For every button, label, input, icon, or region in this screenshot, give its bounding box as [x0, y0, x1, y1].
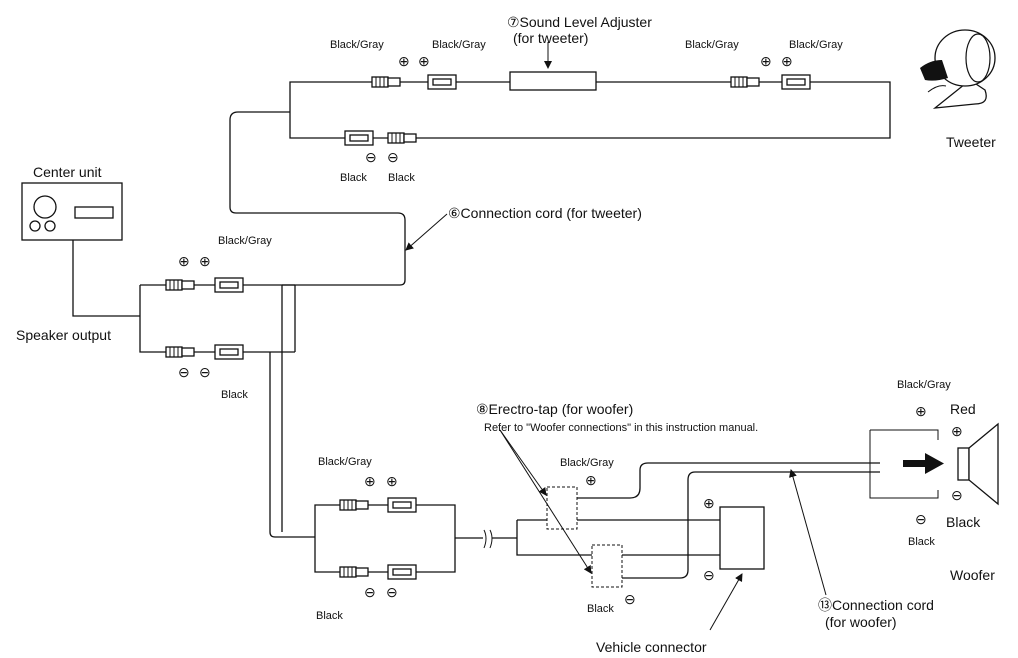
tweeter-minus-2: ⊖ [387, 149, 399, 165]
woofer-cord-minus-2: ⊖ [386, 584, 398, 600]
tweeter-wire-color-2: Black/Gray [432, 39, 486, 51]
wires [72, 81, 939, 579]
vehicle-minus: ⊖ [703, 567, 715, 583]
tweeter-black-1: Black [340, 172, 367, 184]
speaker-output-black: Black [221, 389, 248, 401]
speaker-output-plus-1: ⊕ [178, 253, 190, 269]
woofer-black-small: Black [908, 536, 935, 548]
vehicle-plus: ⊕ [703, 495, 715, 511]
woofer-plus-1: ⊕ [915, 403, 927, 419]
sound-level-adjuster-subtitle: (for tweeter) [513, 30, 588, 46]
vehicle-connector-box [719, 506, 765, 570]
tweeter-plus-1: ⊕ [398, 53, 410, 69]
speaker-output-minus-2: ⊖ [199, 364, 211, 380]
connection-cord-woofer-title: ⑬Connection cord [818, 597, 934, 613]
tweeter-label: Tweeter [946, 134, 996, 150]
arrow-icon [903, 453, 944, 474]
erectro-tap-black: Black [587, 603, 614, 615]
speaker-output-connectors [165, 277, 244, 360]
connection-cord-tweeter-label: ⑥Connection cord (for tweeter) [448, 205, 642, 221]
erectro-taps [546, 486, 623, 588]
woofer-cord-plus-1: ⊕ [364, 473, 376, 489]
tweeter-wire-color-3: Black/Gray [685, 39, 739, 51]
woofer-speaker-icon [957, 422, 999, 506]
woofer-plus-2: ⊕ [951, 423, 963, 439]
woofer-black-label: Black [946, 514, 981, 530]
woofer-minus-2: ⊖ [951, 487, 963, 503]
woofer-red-label: Red [950, 401, 976, 417]
woofer-cord-connectors [339, 497, 417, 580]
woofer-cord-black: Black [316, 610, 343, 622]
erectro-tap-label: ⑧Erectro-tap (for woofer) [476, 401, 633, 417]
woofer-label: Woofer [950, 567, 995, 583]
connection-cord-woofer-subtitle: (for woofer) [825, 614, 897, 630]
speaker-output-minus-1: ⊖ [178, 364, 190, 380]
tweeter-wire-color-1: Black/Gray [330, 39, 384, 51]
center-unit-icon [21, 182, 123, 241]
tweeter-plus-2: ⊕ [418, 53, 430, 69]
tweeter-black-2: Black [388, 172, 415, 184]
sound-level-adjuster-box [509, 71, 597, 91]
woofer-cord-black-gray: Black/Gray [318, 456, 372, 468]
speaker-output-plus-2: ⊕ [199, 253, 211, 269]
sound-level-adjuster-title: ⑦Sound Level Adjuster [507, 14, 652, 30]
speaker-output-label: Speaker output [16, 327, 111, 343]
tweeter-connectors [344, 71, 811, 146]
leader-arrows [405, 42, 827, 631]
erectro-tap-minus: ⊖ [624, 591, 636, 607]
tweeter-minus-1: ⊖ [365, 149, 377, 165]
woofer-minus-1: ⊖ [915, 511, 927, 527]
tweeter-plus-3: ⊕ [760, 53, 772, 69]
woofer-cord-plus-2: ⊕ [386, 473, 398, 489]
woofer-cord-minus-1: ⊖ [364, 584, 376, 600]
center-unit-label: Center unit [33, 164, 102, 180]
woofer-black-gray: Black/Gray [897, 379, 951, 391]
tweeter-plus-4: ⊕ [781, 53, 793, 69]
refer-note: Refer to "Woofer connections" in this in… [484, 422, 758, 434]
vehicle-connector-label: Vehicle connector [596, 639, 707, 655]
speaker-output-black-gray: Black/Gray [218, 235, 272, 247]
tweeter-wire-color-4: Black/Gray [789, 39, 843, 51]
labels: ⑦Sound Level Adjuster (for tweeter) Blac… [16, 14, 996, 655]
erectro-tap-black-gray: Black/Gray [560, 457, 614, 469]
tweeter-icon [920, 29, 996, 109]
erectro-tap-plus: ⊕ [585, 472, 597, 488]
